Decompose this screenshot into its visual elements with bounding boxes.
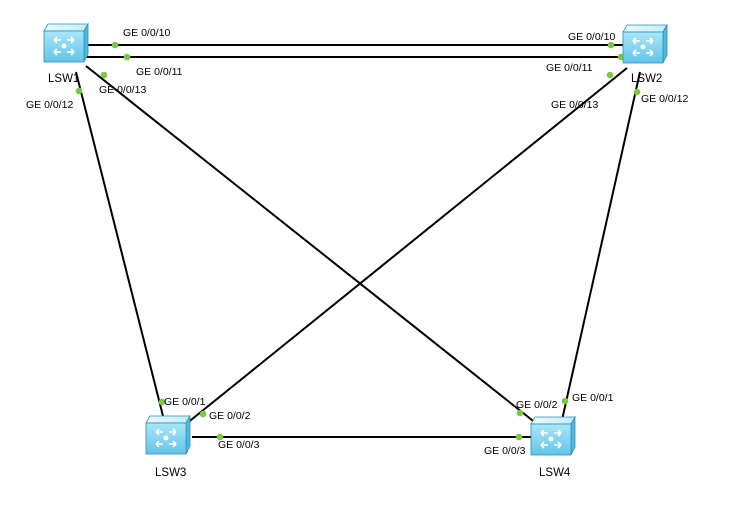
port-dot-lsw2-ge13 [606, 71, 614, 79]
device-label-lsw2: LSW2 [631, 73, 662, 85]
device-label-lsw3: LSW3 [155, 467, 186, 479]
device-lsw2[interactable] [622, 23, 668, 64]
port-dot-lsw3-ge2 [199, 410, 207, 418]
port-label-lsw3-ge2: GE 0/0/2 [209, 410, 251, 422]
port-dot-lsw3-ge1 [158, 398, 166, 406]
port-label-lsw3-ge1: GE 0/0/1 [164, 396, 206, 408]
port-label-lsw2-ge12: GE 0/0/12 [641, 93, 688, 105]
l3-switch-icon [530, 415, 576, 456]
port-label-lsw4-ge1: GE 0/0/1 [572, 392, 614, 404]
port-dot-lsw2-ge10 [607, 41, 615, 49]
port-dot-lsw1-ge12 [75, 87, 83, 95]
link-lsw2-lsw3[interactable] [185, 67, 628, 425]
port-label-lsw2-ge10: GE 0/0/10 [568, 31, 615, 43]
port-label-lsw3-ge3: GE 0/0/3 [218, 439, 260, 451]
device-label-lsw1: LSW1 [48, 73, 79, 85]
port-dot-lsw1-ge11 [123, 53, 131, 61]
port-label-lsw1-ge10: GE 0/0/10 [123, 27, 170, 39]
l3-switch-icon [622, 23, 668, 64]
device-label-lsw4: LSW4 [539, 467, 571, 479]
link-lsw1-lsw3[interactable] [75, 71, 165, 421]
port-dot-lsw3-ge3 [216, 433, 224, 441]
port-dot-lsw4-ge1 [561, 397, 569, 405]
links-layer [75, 44, 641, 438]
port-dot-lsw2-ge12 [633, 88, 641, 96]
port-labels-layer: GE 0/0/10 GE 0/0/10 GE 0/0/11 GE 0/0/11 … [26, 27, 688, 457]
port-label-lsw2-ge13: GE 0/0/13 [551, 99, 598, 111]
port-label-lsw4-ge3: GE 0/0/3 [484, 445, 526, 457]
l3-switch-icon [43, 22, 89, 63]
port-dot-lsw1-ge13 [100, 71, 108, 79]
port-label-lsw2-ge11: GE 0/0/11 [546, 62, 593, 74]
device-lsw1[interactable] [43, 22, 89, 63]
device-lsw3[interactable] [145, 414, 191, 455]
port-label-lsw1-ge12: GE 0/0/12 [26, 99, 73, 111]
port-dot-lsw4-ge2 [516, 409, 524, 417]
device-lsw4[interactable] [530, 415, 576, 456]
port-label-lsw1-ge11: GE 0/0/11 [136, 66, 183, 78]
link-lsw2-lsw4[interactable] [561, 71, 641, 421]
l3-switch-icon [145, 414, 191, 455]
port-label-lsw4-ge2: GE 0/0/2 [516, 399, 558, 411]
port-dots-layer [75, 41, 641, 441]
port-dot-lsw1-ge10 [111, 41, 119, 49]
link-lsw1-lsw4[interactable] [85, 65, 538, 425]
port-label-lsw1-ge13: GE 0/0/13 [99, 84, 146, 96]
port-dot-lsw4-ge3 [515, 433, 523, 441]
